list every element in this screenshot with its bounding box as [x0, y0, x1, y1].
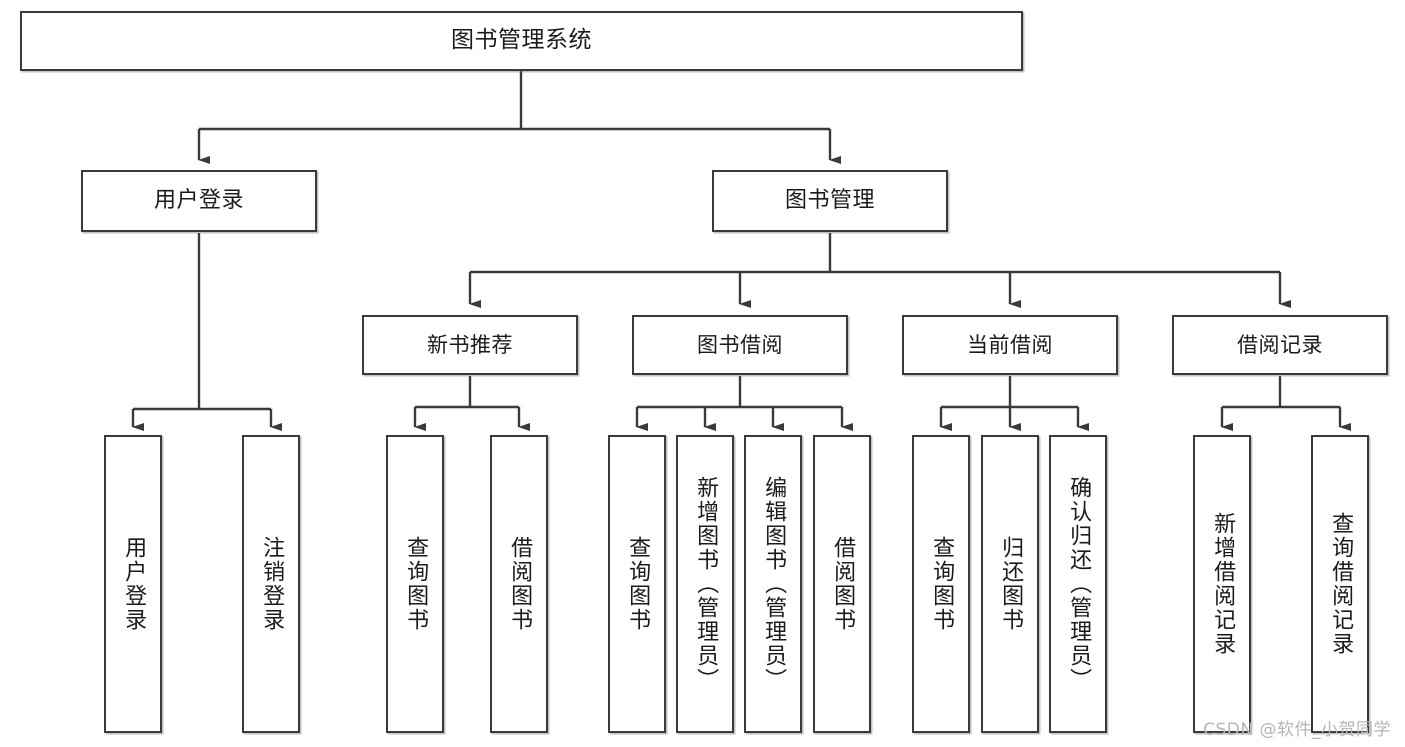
- node-root[interactable]: 图书管理系统: [20, 11, 1023, 71]
- node-new-book-recommend-label: 新书推荐: [427, 332, 513, 357]
- node-leaf-add-record[interactable]: 新增借阅记录: [1193, 435, 1251, 733]
- node-leaf-add-book[interactable]: 新增图书（管理员）: [676, 435, 734, 733]
- node-leaf-query-book-3[interactable]: 查询图书: [912, 435, 970, 733]
- node-book-borrow-label: 图书借阅: [697, 332, 783, 357]
- node-current-borrow-label: 当前借阅: [967, 332, 1053, 357]
- node-leaf-confirm-return[interactable]: 确认归还（管理员）: [1049, 435, 1107, 733]
- node-leaf-query-book-2-label: 查询图书: [625, 536, 651, 632]
- node-leaf-edit-book[interactable]: 编辑图书（管理员）: [744, 435, 802, 733]
- node-leaf-add-record-label: 新增借阅记录: [1210, 512, 1236, 656]
- node-root-label: 图书管理系统: [451, 27, 592, 54]
- node-leaf-logout-login[interactable]: 注销登录: [242, 435, 300, 733]
- node-user-login[interactable]: 用户登录: [81, 170, 317, 232]
- node-new-book-recommend[interactable]: 新书推荐: [362, 315, 578, 375]
- node-leaf-edit-book-label: 编辑图书（管理员）: [761, 476, 787, 692]
- node-leaf-return-book[interactable]: 归还图书: [981, 435, 1039, 733]
- node-current-borrow[interactable]: 当前借阅: [902, 315, 1118, 375]
- node-leaf-query-book-1-label: 查询图书: [403, 536, 429, 632]
- node-leaf-borrow-book-1-label: 借阅图书: [507, 536, 533, 632]
- node-leaf-confirm-return-label: 确认归还（管理员）: [1066, 476, 1092, 692]
- node-leaf-query-record-label: 查询借阅记录: [1328, 512, 1354, 656]
- node-leaf-query-book-3-label: 查询图书: [929, 536, 955, 632]
- node-book-borrow[interactable]: 图书借阅: [632, 315, 848, 375]
- node-book-management-label: 图书管理: [784, 188, 875, 214]
- node-leaf-logout-login-label: 注销登录: [259, 536, 285, 632]
- node-leaf-borrow-book-2-label: 借阅图书: [830, 536, 856, 632]
- node-leaf-query-book-2[interactable]: 查询图书: [608, 435, 666, 733]
- node-leaf-user-login[interactable]: 用户登录: [104, 435, 162, 733]
- node-borrow-record[interactable]: 借阅记录: [1172, 315, 1388, 375]
- node-user-login-label: 用户登录: [153, 188, 244, 214]
- csdn-watermark: CSDN @软件_小贺同学: [1203, 720, 1391, 740]
- node-leaf-query-record[interactable]: 查询借阅记录: [1311, 435, 1369, 733]
- node-leaf-user-login-label: 用户登录: [121, 536, 147, 632]
- node-leaf-borrow-book-1[interactable]: 借阅图书: [490, 435, 548, 733]
- node-leaf-add-book-label: 新增图书（管理员）: [693, 476, 719, 692]
- node-leaf-borrow-book-2[interactable]: 借阅图书: [813, 435, 871, 733]
- node-leaf-return-book-label: 归还图书: [998, 536, 1024, 632]
- node-book-management[interactable]: 图书管理: [712, 170, 948, 232]
- node-borrow-record-label: 借阅记录: [1237, 332, 1323, 357]
- node-leaf-query-book-1[interactable]: 查询图书: [386, 435, 444, 733]
